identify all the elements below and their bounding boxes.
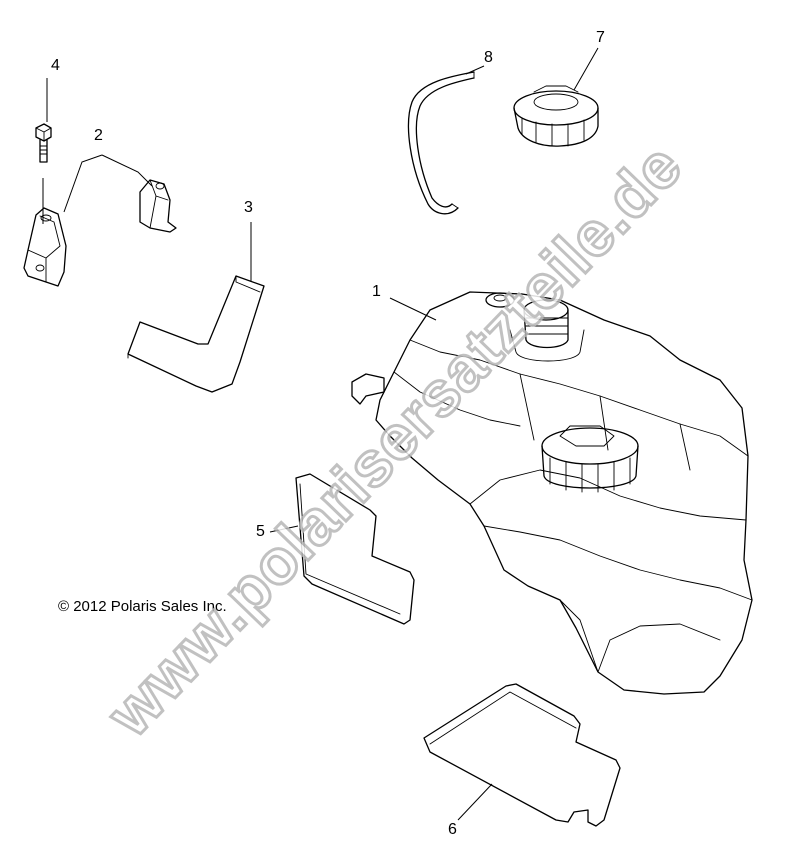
part-1-fuel-tank bbox=[351, 291, 753, 695]
part-8-hose bbox=[407, 71, 475, 215]
callout-6: 6 bbox=[448, 821, 457, 838]
part-4-bolt bbox=[35, 123, 52, 224]
callout-4: 4 bbox=[51, 57, 60, 74]
copyright-notice: © 2012 Polaris Sales Inc. bbox=[58, 598, 227, 615]
part-5-pad bbox=[295, 473, 415, 625]
callout-2: 2 bbox=[94, 127, 103, 144]
part-2-brackets bbox=[23, 179, 177, 287]
part-3-pad bbox=[127, 275, 265, 393]
callout-3: 3 bbox=[244, 199, 253, 216]
callout-1: 1 bbox=[372, 283, 381, 300]
callout-7: 7 bbox=[596, 29, 605, 46]
leader-lines bbox=[46, 47, 599, 821]
callout-5: 5 bbox=[256, 523, 265, 540]
part-7-cap bbox=[513, 85, 599, 147]
callout-8: 8 bbox=[484, 49, 493, 66]
part-6-pad bbox=[423, 683, 621, 827]
